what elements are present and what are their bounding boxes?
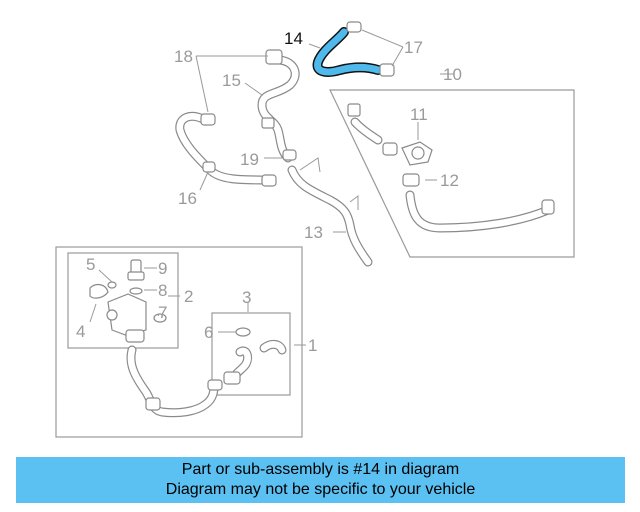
seal-part-6: [235, 327, 251, 337]
housing-part-2: [106, 293, 147, 343]
assembly-box-2: [67, 252, 179, 349]
callout-6: 6: [204, 323, 213, 342]
callout-17: 17: [404, 38, 423, 57]
clamp-part-17: [346, 21, 395, 77]
callout-19: 19: [240, 150, 259, 169]
leader-lines: [89, 29, 454, 346]
hose-part-15: [257, 49, 300, 163]
assembly-box-10: [329, 89, 575, 258]
callout-15: 15: [222, 71, 241, 90]
callout-10: 10: [443, 65, 462, 84]
clamp-part-12: [402, 173, 420, 187]
hose-part-18: [175, 111, 277, 187]
callout-11: 11: [410, 105, 428, 124]
callout-2: 2: [184, 287, 193, 306]
hose-part-10: [347, 103, 555, 233]
callout-18: 18: [174, 47, 193, 66]
callout-7: 7: [158, 303, 167, 322]
clamp-part-7: [153, 313, 167, 323]
callout-16: 16: [178, 189, 197, 208]
banner-line-part-number: Part or sub-assembly is #14 in diagram: [181, 461, 460, 478]
hose-part-1: [126, 345, 223, 418]
seal-part-8: [129, 287, 143, 295]
callout-13: 13: [304, 223, 323, 242]
callout-4: 4: [76, 322, 85, 341]
assembly-box-3: [211, 312, 291, 396]
callout-9: 9: [158, 259, 167, 278]
fitting-part-11: [401, 141, 433, 166]
hose-part-5: [89, 281, 117, 299]
hose-part-3: [223, 339, 287, 385]
callout-1: 1: [308, 336, 317, 355]
info-banner: Part or sub-assembly is #14 in diagram D…: [16, 457, 625, 503]
callout-8: 8: [158, 281, 167, 300]
callout-14-highlighted: 14: [284, 29, 303, 48]
parts-diagram: 1 2 3 4 5 6 7 8 9 10 11 12 13 14 15 16 1…: [55, 21, 575, 438]
callout-3: 3: [242, 288, 251, 307]
callout-5: 5: [86, 255, 95, 274]
hose-part-14-highlighted: [312, 27, 383, 77]
callout-12: 12: [440, 171, 459, 190]
sensor-part-9: [127, 259, 145, 281]
banner-line-disclaimer: Diagram may not be specific to your vehi…: [165, 481, 476, 498]
hose-part-13: [282, 149, 373, 267]
assembly-box-1: [55, 246, 303, 438]
